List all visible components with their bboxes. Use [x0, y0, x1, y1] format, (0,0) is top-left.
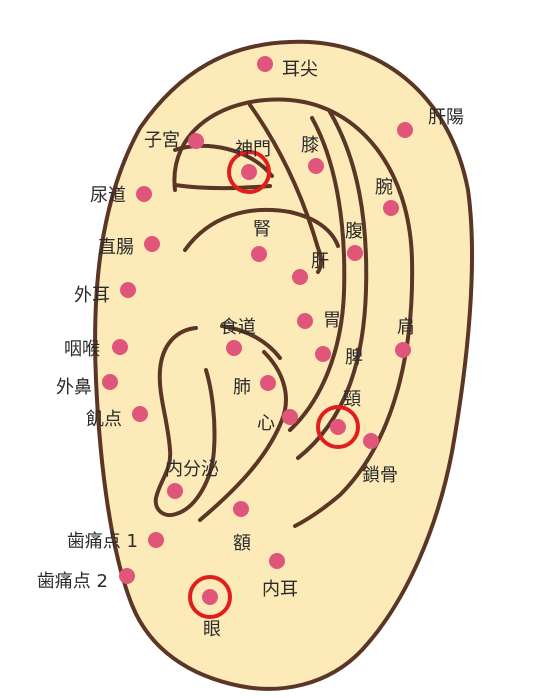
point-label-gaibi: 外鼻	[56, 377, 92, 398]
point-dot-inko	[112, 339, 128, 355]
point-label-kata: 肩	[397, 317, 415, 338]
point-dot-gaku	[233, 501, 249, 517]
point-dot-nyodo	[136, 186, 152, 202]
helix-crus-line	[220, 324, 282, 360]
point-label-jin: 腎	[253, 219, 271, 240]
point-dot-kanyo	[397, 122, 413, 138]
point-dot-sakotsu	[363, 433, 379, 449]
tragus-line	[153, 326, 217, 517]
point-dot-gaiji	[120, 282, 136, 298]
highlight-ring-gan	[188, 575, 232, 619]
point-dot-shitsuten1	[148, 532, 164, 548]
point-label-kan: 肝	[311, 251, 329, 272]
point-label-naiji: 内耳	[262, 579, 298, 600]
point-dot-jin	[251, 246, 267, 262]
point-dot-jisen	[257, 56, 273, 72]
point-dot-i	[297, 313, 313, 329]
point-label-gaiji: 外耳	[74, 285, 110, 306]
point-dot-naibunpi	[167, 483, 183, 499]
point-dot-shinmon	[241, 164, 257, 180]
point-dot-shokudo	[226, 340, 242, 356]
point-label-fuku: 腹	[345, 221, 363, 242]
point-label-i: 胃	[323, 310, 341, 331]
point-dot-kan	[292, 269, 308, 285]
point-dot-chokucho	[144, 236, 160, 252]
point-dot-keibu	[330, 419, 346, 435]
point-label-shin: 心	[257, 413, 275, 434]
point-label-shitsuten2: 歯痛点 2	[37, 571, 108, 592]
point-dot-shin	[282, 409, 298, 425]
point-dot-kiten	[132, 406, 148, 422]
triangular-fossa-line	[173, 143, 274, 178]
point-label-gan: 眼	[203, 619, 221, 640]
point-label-shokudo: 食道	[220, 317, 256, 338]
ear-outline	[93, 39, 474, 691]
point-label-sakotsu: 鎖骨	[362, 465, 398, 486]
point-label-kanyo: 肝陽	[428, 107, 464, 128]
point-label-inko: 咽喉	[64, 339, 100, 360]
point-label-hiza: 膝	[301, 135, 319, 156]
point-dot-gan	[202, 589, 218, 605]
point-label-gaku: 額	[233, 533, 251, 554]
helix-inner-line	[172, 97, 415, 528]
point-label-hai: 肺	[233, 377, 251, 398]
point-dot-shikyu	[188, 133, 204, 149]
point-label-wan: 腕	[375, 177, 393, 198]
point-dot-hiza	[308, 158, 324, 174]
point-dot-wan	[383, 200, 399, 216]
antihelix-outer-line	[296, 110, 369, 460]
point-dot-hai	[260, 375, 276, 391]
point-label-naibunpi: 内分泌	[165, 459, 219, 480]
point-label-shinmon: 神門	[235, 139, 271, 160]
highlight-ring-keibu	[316, 405, 360, 449]
point-dot-hi	[315, 346, 331, 362]
point-dot-gaibi	[102, 374, 118, 390]
concha-line	[198, 350, 288, 522]
point-label-shitsuten1: 歯痛点 1	[67, 531, 138, 552]
point-label-kiten: 飢点	[86, 409, 122, 430]
antihelix-inner-line	[288, 116, 347, 432]
point-label-chokucho: 直腸	[98, 237, 134, 258]
crus-antihelix-line	[183, 207, 340, 252]
highlight-ring-shinmon	[227, 150, 271, 194]
point-dot-fuku	[347, 245, 363, 261]
point-dot-shitsuten2	[119, 568, 135, 584]
point-label-jisen: 耳尖	[282, 59, 318, 80]
point-label-shikyu: 子宮	[144, 130, 180, 151]
point-label-nyodo: 尿道	[90, 185, 126, 206]
scapha-line	[248, 103, 323, 274]
ear-inner-lines	[153, 97, 415, 528]
point-label-hi: 脾	[345, 347, 363, 368]
point-dot-kata	[395, 342, 411, 358]
point-dot-naiji	[269, 553, 285, 569]
point-label-keibu: 頸	[343, 389, 361, 410]
